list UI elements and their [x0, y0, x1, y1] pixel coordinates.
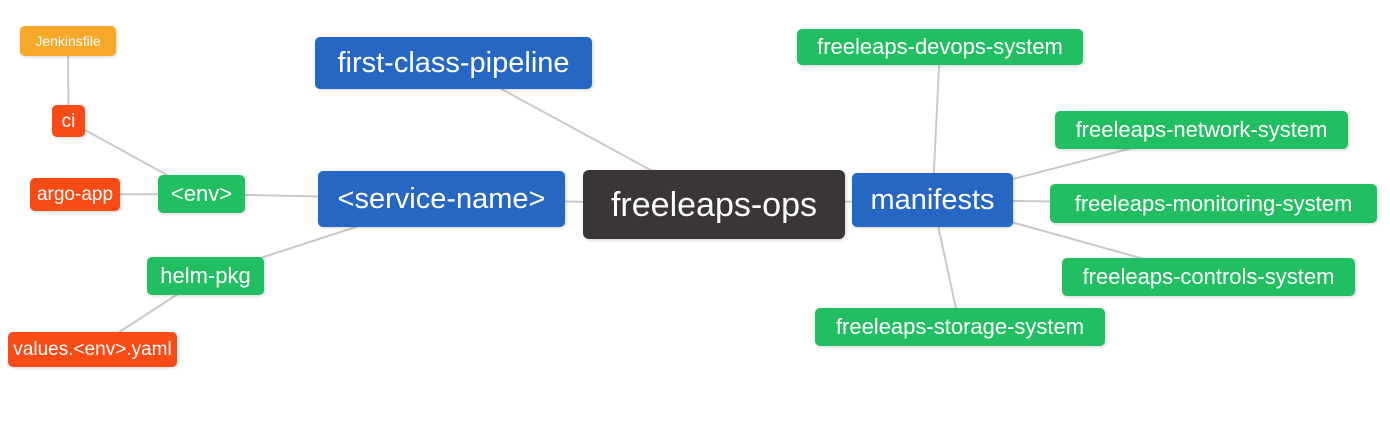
node-first-class-pipeline[interactable]: first-class-pipeline [315, 37, 592, 89]
node-ci[interactable]: ci [52, 105, 85, 137]
node-freeleaps-devops-system[interactable]: freeleaps-devops-system [797, 29, 1083, 65]
node-helm-pkg[interactable]: helm-pkg [147, 257, 264, 295]
node-service-name[interactable]: <service-name> [318, 171, 565, 227]
node-freeleaps-controls-system[interactable]: freeleaps-controls-system [1062, 258, 1355, 296]
node-jenkinsfile[interactable]: Jenkinsfile [20, 26, 116, 56]
node-freeleaps-monitoring-system[interactable]: freeleaps-monitoring-system [1050, 184, 1377, 223]
node-freeleaps-network-system[interactable]: freeleaps-network-system [1055, 111, 1348, 149]
node-freeleaps-storage-system[interactable]: freeleaps-storage-system [815, 308, 1105, 346]
node-freeleaps-ops[interactable]: freeleaps-ops [583, 170, 845, 239]
node-argo-app[interactable]: argo-app [30, 178, 120, 211]
node-env[interactable]: <env> [158, 175, 245, 213]
node-manifests[interactable]: manifests [852, 173, 1013, 227]
node-values-env-yaml[interactable]: values.<env>.yaml [8, 332, 177, 367]
